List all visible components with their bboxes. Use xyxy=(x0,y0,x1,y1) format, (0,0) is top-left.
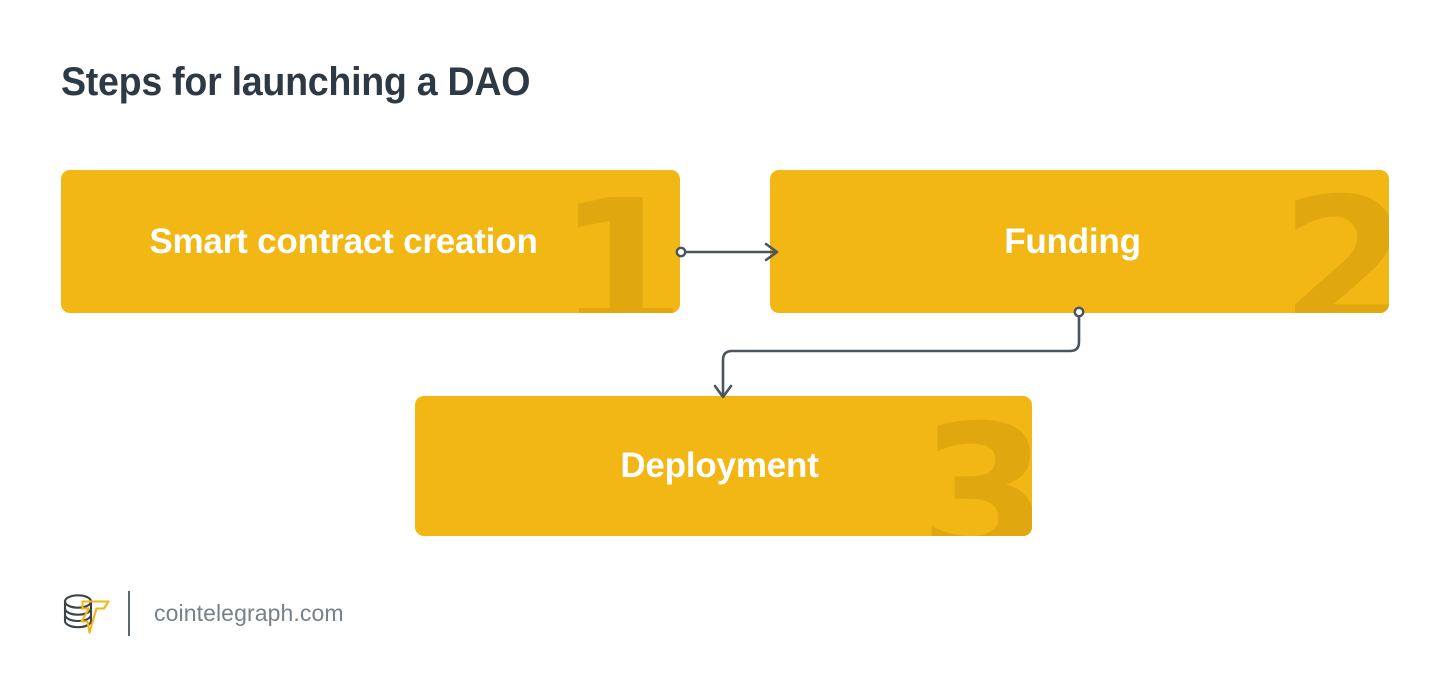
connector-path-elbow xyxy=(721,313,1081,396)
footer-url-label: cointelegraph.com xyxy=(154,599,344,626)
step-box-funding: 2 Funding xyxy=(770,170,1389,313)
page-title: Steps for launching a DAO xyxy=(61,60,531,104)
step-number-watermark-1: 1 xyxy=(557,170,680,314)
connector-step2-to-step3 xyxy=(713,306,1085,399)
step-number-watermark-3: 3 xyxy=(919,396,1032,537)
connector-step1-to-step2 xyxy=(675,242,779,262)
cointelegraph-logo-icon xyxy=(63,594,110,634)
step-box-deployment: 3 Deployment xyxy=(415,396,1032,536)
footer: cointelegraph.com xyxy=(58,586,344,640)
step-label-3: Deployment xyxy=(620,446,819,485)
step-label-2: Funding xyxy=(1004,221,1141,261)
step-number-watermark-2: 2 xyxy=(1280,170,1389,314)
step-label-1: Smart contract creation xyxy=(149,221,538,261)
step-box-smart-contract-creation: 1 Smart contract creation xyxy=(61,170,680,313)
footer-divider xyxy=(128,590,130,636)
